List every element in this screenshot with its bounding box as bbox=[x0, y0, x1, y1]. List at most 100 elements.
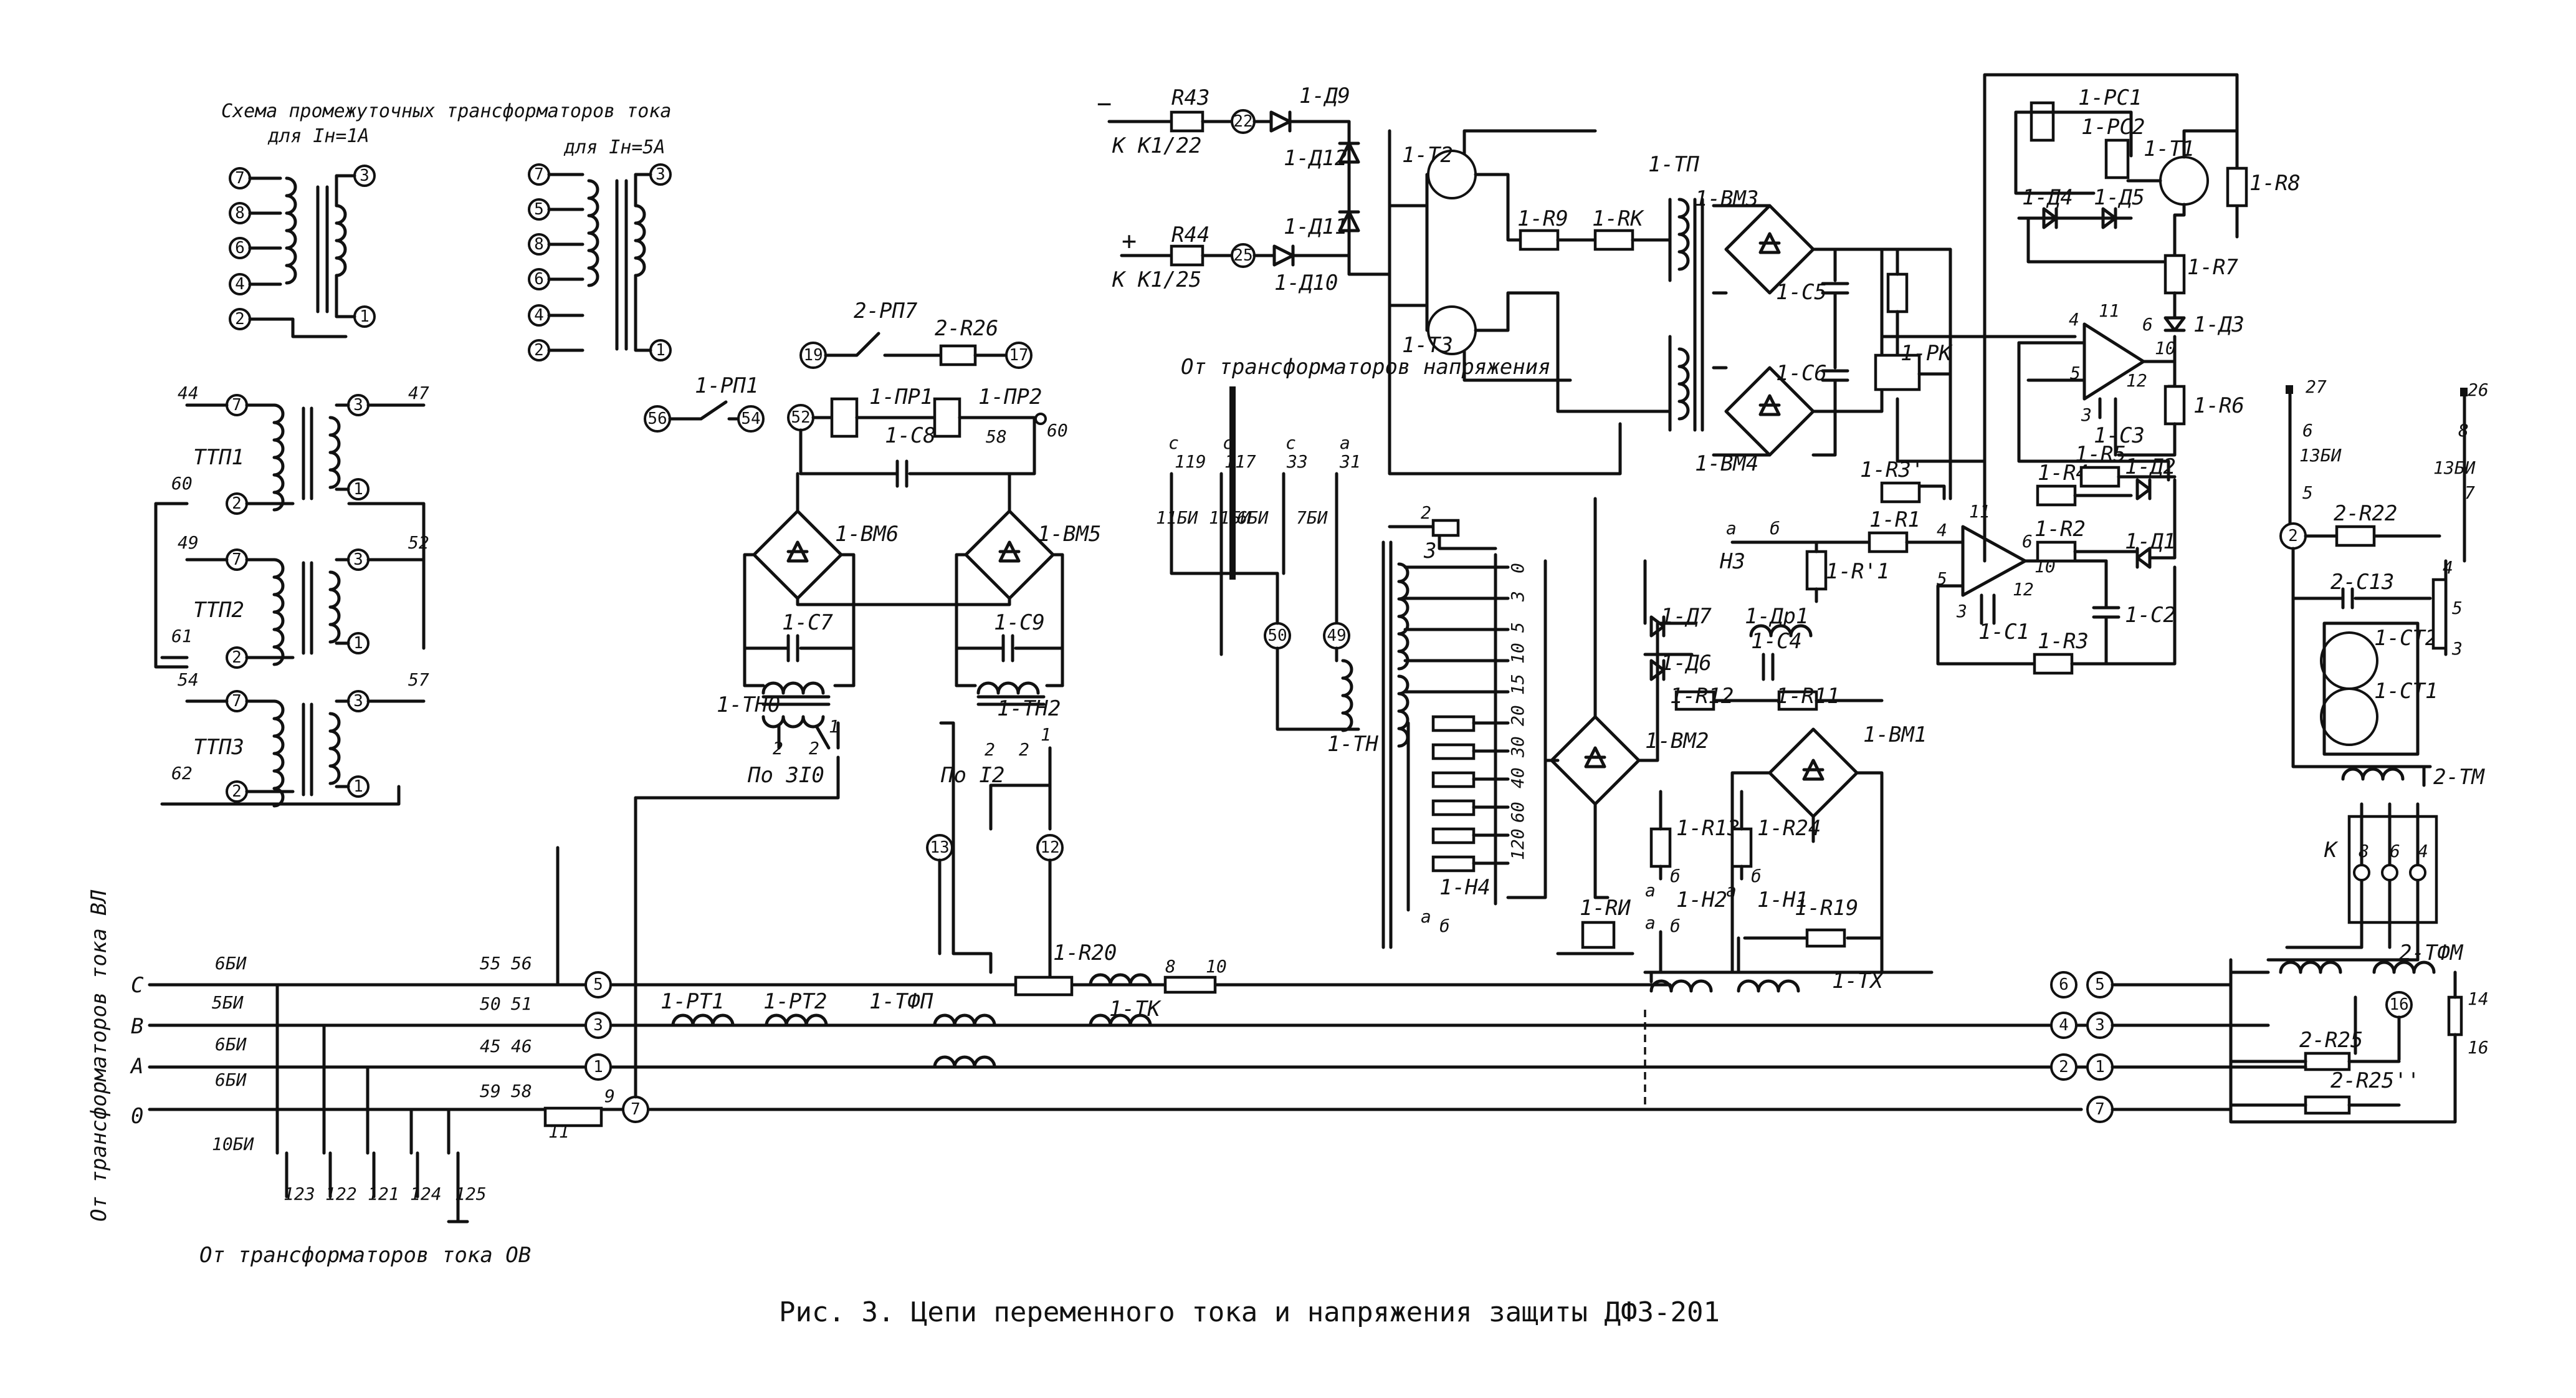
svg-text:Схема промежуточных трансформа: Схема промежуточных трансформаторов тока bbox=[221, 100, 671, 122]
svg-text:7: 7 bbox=[2464, 482, 2475, 503]
svg-text:60: 60 bbox=[171, 473, 193, 494]
svg-text:120: 120 bbox=[1507, 828, 1528, 860]
svg-text:26: 26 bbox=[2468, 380, 2489, 400]
svg-text:2: 2 bbox=[534, 341, 544, 360]
svg-text:52: 52 bbox=[408, 532, 429, 553]
svg-text:1-ТФП: 1-ТФП bbox=[869, 989, 933, 1014]
svg-text:19: 19 bbox=[803, 346, 823, 365]
svg-text:10: 10 bbox=[2155, 338, 2176, 358]
svg-text:для Iн=5А: для Iн=5А bbox=[563, 136, 665, 158]
svg-text:По 3I0: По 3I0 bbox=[747, 763, 824, 788]
svg-text:6БИ: 6БИ bbox=[215, 1034, 247, 1055]
svg-text:1-Т3: 1-Т3 bbox=[1402, 333, 1453, 358]
svg-text:8: 8 bbox=[235, 204, 245, 223]
svg-text:5: 5 bbox=[1507, 622, 1528, 633]
svg-text:1-R6: 1-R6 bbox=[2193, 393, 2244, 418]
svg-text:1-Д4: 1-Д4 bbox=[2022, 185, 2073, 210]
svg-text:2-С13: 2-С13 bbox=[2330, 570, 2394, 595]
svg-text:1: 1 bbox=[353, 777, 363, 796]
svg-text:10: 10 bbox=[1206, 956, 1227, 977]
svg-text:1-R8: 1-R8 bbox=[2249, 171, 2301, 196]
svg-text:1-С6: 1-С6 bbox=[1776, 361, 1827, 386]
svg-text:4: 4 bbox=[2069, 309, 2079, 330]
svg-text:58: 58 bbox=[511, 1081, 532, 1101]
svg-text:1-РТ1: 1-РТ1 bbox=[661, 989, 724, 1014]
svg-text:а: а bbox=[1340, 433, 1350, 453]
svg-text:12: 12 bbox=[1040, 838, 1059, 857]
svg-text:От трансформаторов тока ОВ: От трансформаторов тока ОВ bbox=[199, 1243, 531, 1268]
svg-text:10БИ: 10БИ bbox=[212, 1134, 254, 1154]
svg-text:1: 1 bbox=[2095, 1058, 2105, 1076]
svg-text:В: В bbox=[131, 1014, 143, 1039]
svg-text:125: 125 bbox=[455, 1184, 487, 1204]
svg-text:60: 60 bbox=[1047, 420, 1068, 441]
svg-text:11БИ: 11БИ bbox=[1156, 507, 1198, 528]
svg-text:2-R22: 2-R22 bbox=[2334, 501, 2397, 526]
vm3-vm4-bridges: 1-ВМ3 1-ВМ4 1-С5 1-С6 1-РК bbox=[1695, 186, 2077, 500]
svg-text:6: 6 bbox=[534, 270, 544, 289]
svg-text:51: 51 bbox=[511, 993, 532, 1014]
svg-text:1-Т2: 1-Т2 bbox=[1402, 143, 1453, 168]
svg-text:1-Д11: 1-Д11 bbox=[1284, 214, 1347, 239]
svg-text:6: 6 bbox=[2390, 841, 2400, 861]
svg-text:с: с bbox=[1286, 433, 1296, 453]
svg-text:16: 16 bbox=[2389, 995, 2408, 1014]
svg-text:7: 7 bbox=[232, 396, 242, 414]
svg-text:14: 14 bbox=[2468, 989, 2489, 1009]
svg-text:1-ТН2: 1-ТН2 bbox=[997, 696, 1061, 721]
svg-text:1-ПР1: 1-ПР1 bbox=[869, 385, 933, 409]
svg-text:1-R24: 1-R24 bbox=[1757, 816, 1821, 841]
svg-text:5БИ: 5БИ bbox=[212, 992, 244, 1013]
svg-text:61: 61 bbox=[171, 626, 193, 646]
svg-text:1-R20: 1-R20 bbox=[1053, 941, 1117, 965]
svg-text:а: а bbox=[1726, 880, 1737, 901]
svg-text:4: 4 bbox=[1937, 520, 1947, 540]
svg-text:3: 3 bbox=[2081, 405, 2092, 425]
svg-text:47: 47 bbox=[408, 383, 429, 403]
svg-text:6: 6 bbox=[235, 239, 245, 257]
svg-text:1-Д5: 1-Д5 bbox=[2094, 185, 2145, 210]
svg-text:22: 22 bbox=[1233, 112, 1252, 131]
svg-text:10: 10 bbox=[1507, 643, 1528, 664]
ittp-scheme-header: Схема промежуточных трансформаторов тока… bbox=[221, 100, 671, 158]
svg-text:2-ТМ: 2-ТМ bbox=[2433, 765, 2485, 790]
svg-text:6БИ: 6БИ bbox=[215, 1070, 247, 1090]
svg-text:123: 123 bbox=[284, 1184, 315, 1204]
svg-text:3: 3 bbox=[2451, 638, 2463, 659]
svg-text:ТТП3: ТТП3 bbox=[193, 735, 244, 760]
svg-text:с: с bbox=[1168, 433, 1179, 453]
tn0-transformer: 1-ТН0 2 2 1 По 3I0 bbox=[634, 683, 856, 800]
svg-text:4: 4 bbox=[534, 306, 544, 325]
svg-text:1-ВМ3: 1-ВМ3 bbox=[1695, 186, 1758, 211]
svg-text:4: 4 bbox=[235, 275, 245, 294]
svg-text:0: 0 bbox=[131, 1104, 143, 1129]
svg-text:5: 5 bbox=[2095, 975, 2105, 994]
svg-text:б: б bbox=[1670, 866, 1681, 886]
svg-text:50: 50 bbox=[1267, 626, 1287, 645]
svg-text:54: 54 bbox=[741, 409, 760, 428]
svg-text:13БИ: 13БИ bbox=[2433, 457, 2476, 478]
svg-text:1-R19: 1-R19 bbox=[1795, 896, 1858, 921]
svg-text:1-Н1: 1-Н1 bbox=[1757, 888, 1808, 912]
svg-text:56: 56 bbox=[647, 409, 667, 428]
svg-text:16: 16 bbox=[2468, 1037, 2489, 1058]
svg-text:1-С1: 1-С1 bbox=[1978, 620, 2030, 644]
svg-text:1-R11: 1-R11 bbox=[1776, 684, 1839, 709]
svg-text:1-РС2: 1-РС2 bbox=[2081, 115, 2145, 140]
svg-text:6: 6 bbox=[2022, 531, 2033, 552]
svg-text:1-Др1: 1-Др1 bbox=[1745, 604, 1808, 629]
svg-text:2: 2 bbox=[1019, 739, 1029, 760]
svg-text:59: 59 bbox=[480, 1081, 501, 1101]
svg-text:1-R13: 1-R13 bbox=[1676, 816, 1740, 841]
svg-text:5: 5 bbox=[1937, 568, 1947, 589]
svg-text:От трансформаторов тока ВЛ: От трансформаторов тока ВЛ bbox=[87, 889, 112, 1222]
svg-text:2-R25'': 2-R25'' bbox=[2330, 1068, 2420, 1093]
svg-text:От трансформаторов напряжения: От трансформаторов напряжения bbox=[1181, 355, 1551, 380]
svg-text:55: 55 bbox=[480, 953, 501, 974]
svg-text:8: 8 bbox=[1165, 956, 1176, 977]
svg-text:К К1/25: К К1/25 bbox=[1112, 267, 1201, 292]
svg-text:1-Д6: 1-Д6 bbox=[1661, 651, 1712, 676]
svg-text:49: 49 bbox=[1327, 626, 1346, 645]
svg-text:1-С2: 1-С2 bbox=[2125, 603, 2176, 628]
svg-text:1-С4: 1-С4 bbox=[1751, 629, 1802, 654]
